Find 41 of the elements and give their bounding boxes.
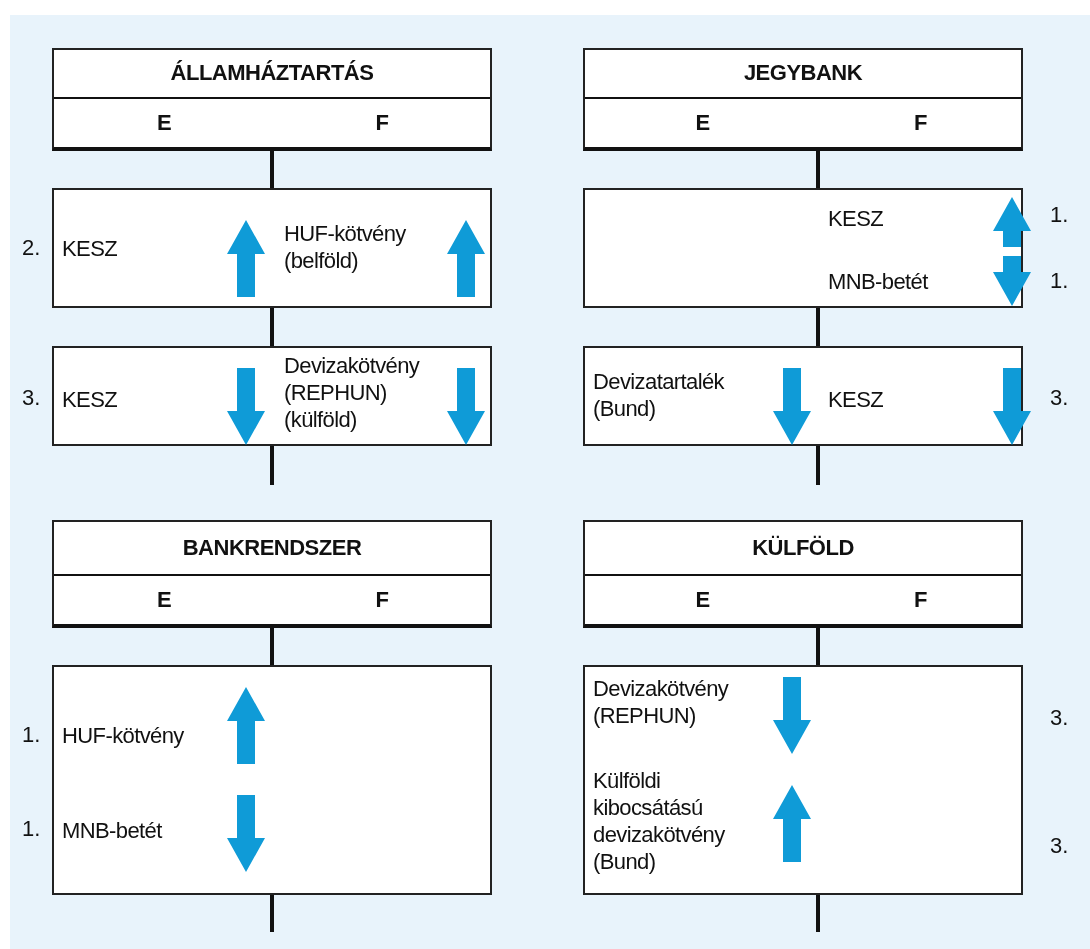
account-title: JEGYBANK (742, 60, 864, 86)
entry-label: MNB-betét (828, 268, 930, 295)
entry-label: Devizakötvény (REPHUN) (593, 675, 730, 729)
column-label: F (374, 109, 390, 136)
account-title: ÁLLAMHÁZTARTÁS (169, 60, 375, 86)
entry-label: Devizakötvény (REPHUN) (külföld) (284, 352, 421, 433)
column-label: F (913, 586, 928, 613)
entry-label: KESZ (62, 235, 119, 262)
entry-box (52, 665, 492, 895)
entry-box (52, 346, 492, 446)
column-label: E (155, 109, 173, 136)
row-number: 1. (1050, 202, 1069, 228)
entry-label: KESZ (828, 205, 885, 232)
column-label: F (374, 586, 390, 613)
entry-label: MNB-betét (62, 817, 164, 844)
entry-label: HUF-kötvény (62, 722, 185, 749)
account-header (52, 520, 492, 628)
row-number: 1. (1050, 268, 1069, 294)
column-label: E (694, 586, 711, 613)
entry-label: Külföldi kibocsátású devizakötvény (Bund) (593, 767, 726, 875)
entry-box (52, 188, 492, 308)
account-header (52, 48, 492, 151)
column-label: E (694, 109, 711, 136)
row-number: 3. (1050, 833, 1069, 859)
row-number: 3. (1050, 705, 1069, 731)
row-number: 1. (22, 722, 41, 748)
row-number: 3. (22, 385, 41, 411)
entry-box (583, 665, 1023, 895)
entry-label: Devizatartalék (Bund) (593, 368, 726, 422)
row-number: 3. (1050, 385, 1069, 411)
entry-label: KESZ (828, 386, 885, 413)
account-header (583, 48, 1023, 151)
entry-label: HUF-kötvény (belföld) (284, 220, 407, 274)
column-label: F (913, 109, 928, 136)
row-number: 2. (22, 235, 41, 261)
column-label: E (155, 586, 173, 613)
entry-label: KESZ (62, 386, 119, 413)
account-header (583, 520, 1023, 628)
account-title: BANKRENDSZER (181, 534, 363, 561)
row-number: 1. (22, 816, 41, 842)
account-title: KÜLFÖLD (751, 534, 855, 561)
